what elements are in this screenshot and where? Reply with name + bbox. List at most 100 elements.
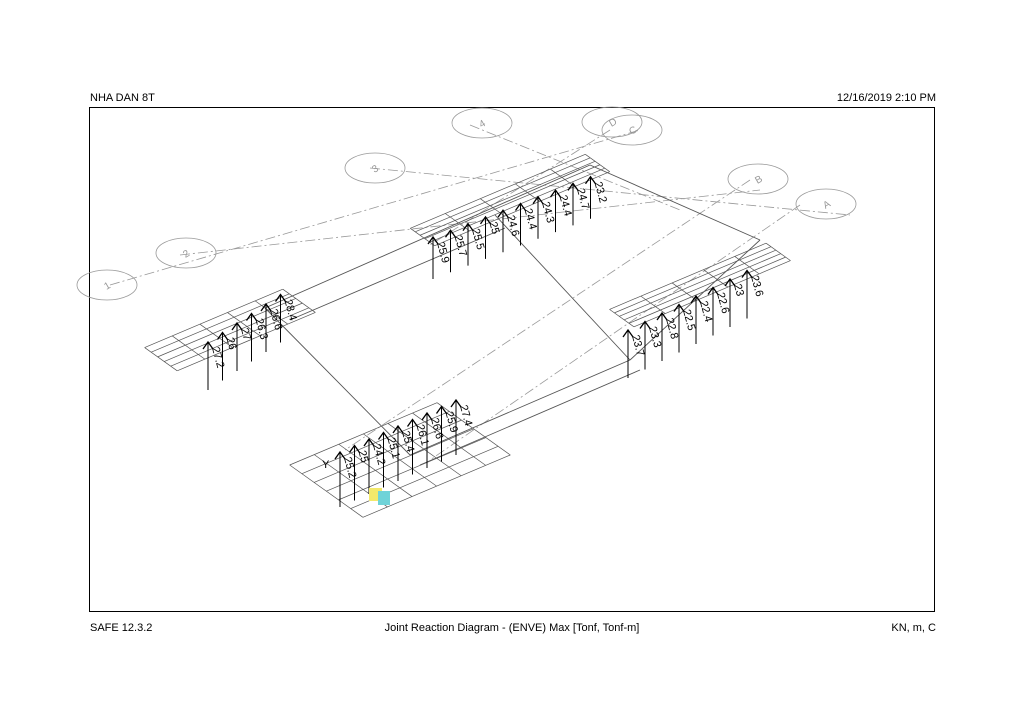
gridline xyxy=(429,204,801,461)
diagram-frame xyxy=(89,107,935,612)
reaction-value: 26.1 xyxy=(414,423,431,447)
reaction-value: 25.9 xyxy=(443,410,460,434)
reaction-arrowhead xyxy=(231,321,243,331)
reaction-arrowhead xyxy=(363,437,375,447)
reaction-value: 25.4 xyxy=(399,430,416,454)
mesh-line xyxy=(614,246,772,314)
axis-triad: Y xyxy=(322,459,390,505)
grid-bubble xyxy=(344,152,406,184)
reaction-value: 23.7 xyxy=(629,334,646,358)
beam-line xyxy=(409,359,631,456)
reaction-arrowhead xyxy=(514,202,527,211)
reaction-arrowhead xyxy=(260,302,272,312)
reaction-arrowhead xyxy=(549,188,562,198)
gridline xyxy=(469,124,681,211)
reaction-value: 24.2 xyxy=(370,443,387,467)
reaction-arrowhead xyxy=(450,398,462,408)
mesh-line xyxy=(415,157,591,233)
reaction-arrowhead xyxy=(406,418,419,427)
grid-bubble-label: 1 xyxy=(102,280,113,293)
reaction-arrowhead xyxy=(741,269,753,278)
report-title: NHA DAN 8T xyxy=(90,92,155,104)
grid-bubble-label: A xyxy=(821,199,833,212)
mesh-line xyxy=(410,153,586,229)
grid-bubble xyxy=(451,107,513,139)
beam-line xyxy=(589,164,761,241)
mesh-line xyxy=(734,256,760,275)
reaction-arrowhead xyxy=(690,294,702,304)
mesh-line xyxy=(151,293,290,353)
mesh-line xyxy=(703,269,729,288)
beam-line xyxy=(419,369,641,466)
reaction-arrowhead xyxy=(532,195,544,205)
grid-bubble xyxy=(155,237,217,269)
reaction-value: 22.6 xyxy=(714,291,731,315)
reaction-arrowhead xyxy=(348,444,361,453)
reaction-arrowhead xyxy=(584,175,597,185)
mesh-line xyxy=(254,300,288,325)
reaction-value: 24.4 xyxy=(522,207,539,231)
grid-bubble xyxy=(727,163,789,195)
beam-line xyxy=(289,227,506,321)
reaction-value: 27.2 xyxy=(209,346,226,370)
axis-cube-face-side xyxy=(378,491,390,505)
mesh-line xyxy=(429,167,605,243)
reaction-value: 25 xyxy=(487,221,502,236)
reaction-arrowhead xyxy=(274,293,287,302)
mesh-line xyxy=(765,242,791,261)
reaction-value: 28.4 xyxy=(282,298,299,322)
reaction-arrowhead xyxy=(216,331,229,340)
gridline xyxy=(179,189,761,256)
mesh-line xyxy=(619,249,776,317)
reaction-value: 26.6 xyxy=(267,308,284,332)
reaction-arrowhead xyxy=(497,209,509,218)
reaction-arrowhead xyxy=(656,311,668,321)
reaction-arrowhead xyxy=(435,405,448,414)
mesh-line xyxy=(144,288,283,348)
reaction-arrowhead xyxy=(202,340,214,350)
beam-line xyxy=(494,214,631,361)
grid-bubble xyxy=(795,188,857,220)
reaction-value: 25.1 xyxy=(385,436,402,460)
reaction-value: 25.9 xyxy=(434,241,451,265)
units-label: KN, m, C xyxy=(891,622,936,634)
grid-bubble-label: C xyxy=(627,124,639,137)
mesh-line xyxy=(609,309,635,328)
reaction-value: 22.5 xyxy=(680,308,697,332)
beam-line xyxy=(629,239,761,361)
gridline xyxy=(369,167,851,216)
grid-bubble xyxy=(76,269,138,301)
reaction-value: 24.4 xyxy=(557,194,574,218)
reaction-value: 23 xyxy=(731,283,746,298)
mesh-line xyxy=(172,335,206,360)
grid-bubble xyxy=(581,106,643,138)
reaction-arrowhead xyxy=(462,222,474,231)
mesh-line xyxy=(585,154,610,173)
beam-line xyxy=(264,307,411,456)
reaction-value: 22.8 xyxy=(663,317,680,341)
reaction-value: 26.6 xyxy=(428,417,445,441)
grid-bubble-label: B xyxy=(753,174,765,187)
mesh-line xyxy=(424,164,601,240)
diagram-caption: Joint Reaction Diagram - (ENVE) Max [Ton… xyxy=(384,622,640,634)
reaction-value: 25 xyxy=(356,449,371,464)
reaction-value: 23.6 xyxy=(748,274,765,298)
mesh-line xyxy=(515,183,540,202)
reaction-arrowhead xyxy=(479,215,492,225)
mesh-line xyxy=(550,168,575,187)
reaction-value: 25.7 xyxy=(452,234,469,258)
reaction-arrowhead xyxy=(707,286,719,295)
reaction-value: 24.7 xyxy=(574,187,591,211)
reaction-arrowhead xyxy=(334,450,346,460)
reaction-value: 27 xyxy=(238,327,253,342)
reaction-arrowhead xyxy=(639,320,651,329)
reaction-arrowhead xyxy=(724,277,736,287)
reaction-value: 23.2 xyxy=(592,180,609,204)
grid-bubble xyxy=(601,114,663,146)
reaction-value: 23.3 xyxy=(646,325,663,349)
mesh-line xyxy=(434,171,610,247)
reaction-arrowhead xyxy=(392,424,404,434)
mesh-line xyxy=(282,288,316,313)
